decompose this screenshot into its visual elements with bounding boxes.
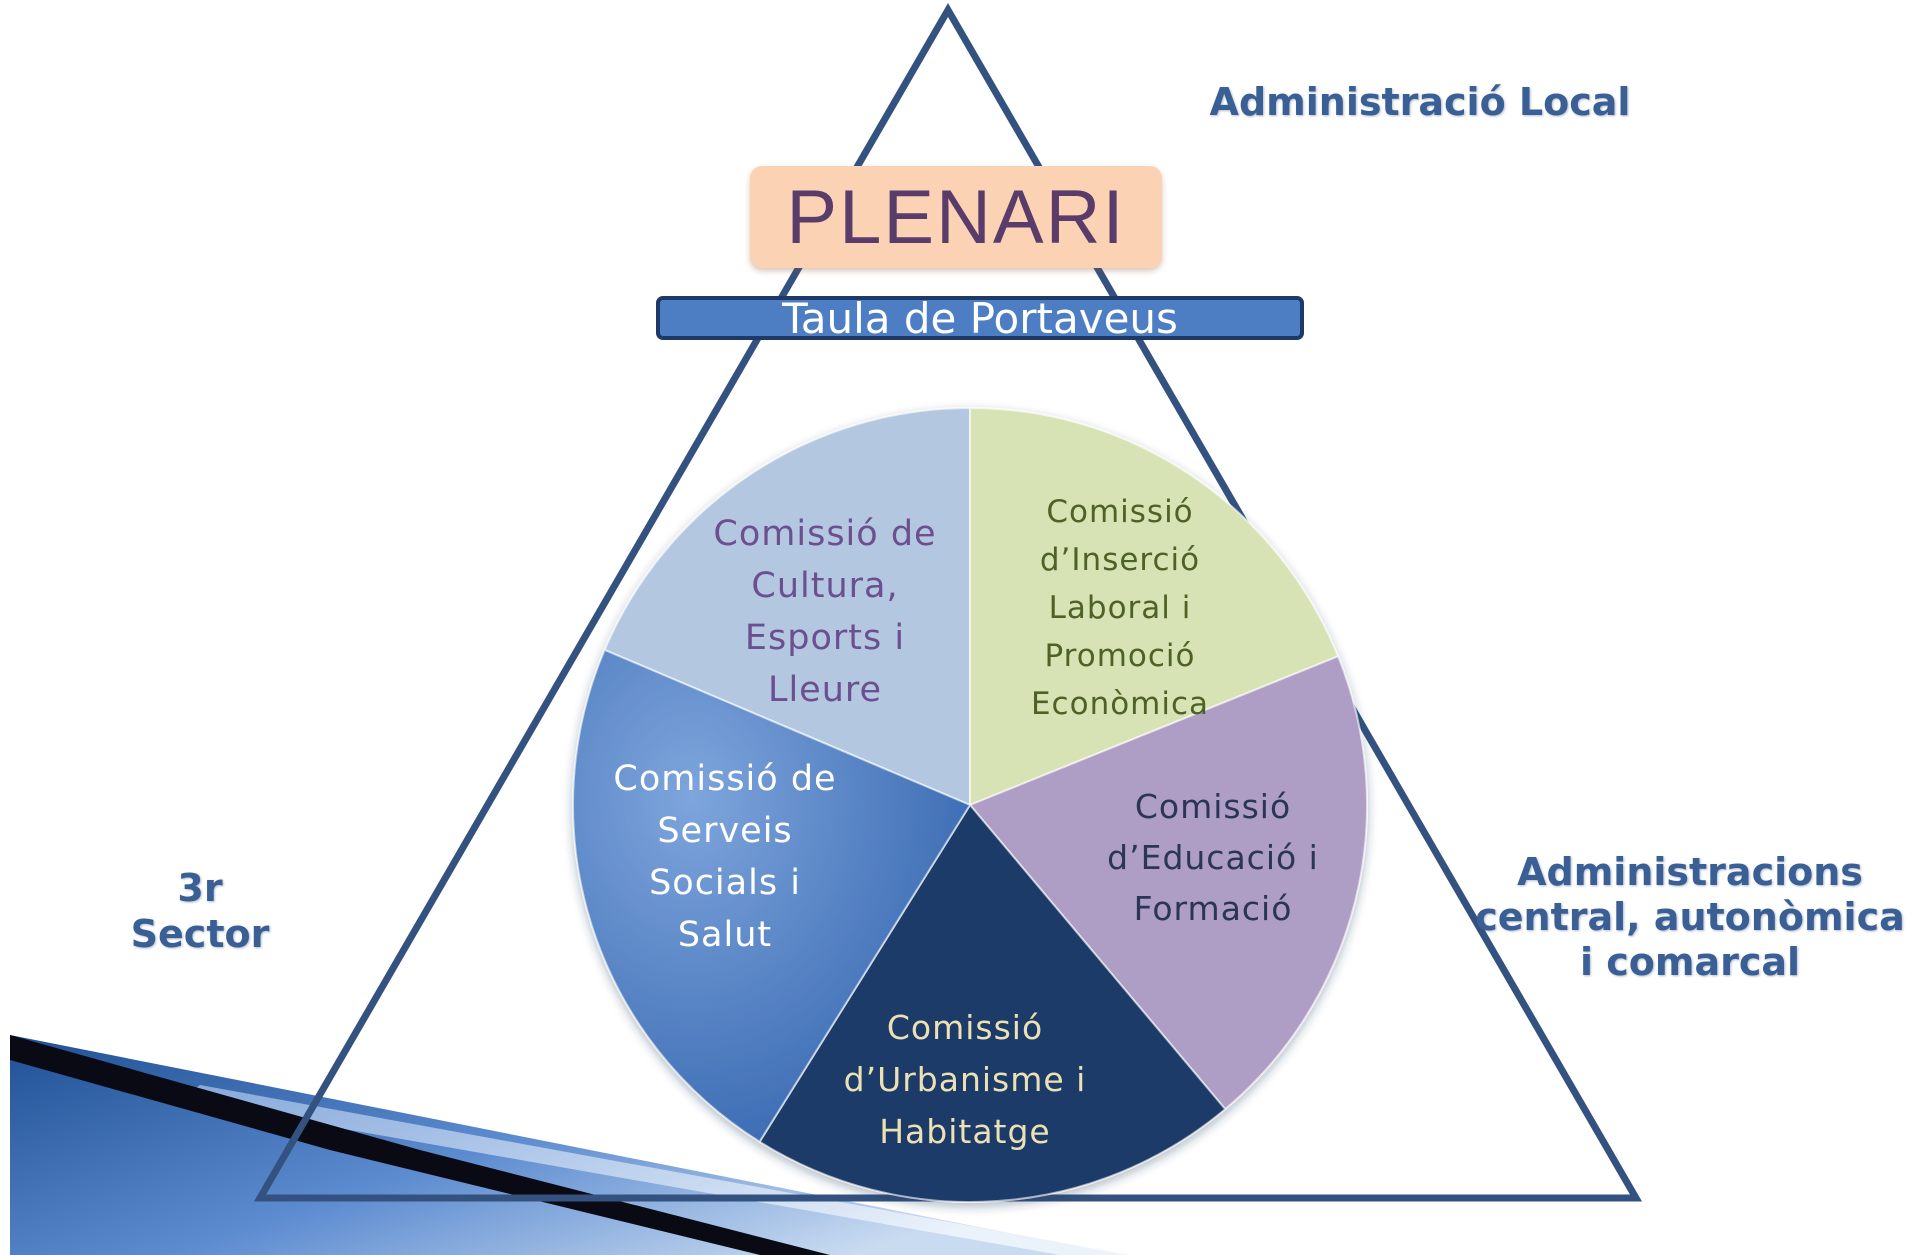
pie-label-cultura: Comissió de Cultura, Esports i Lleure xyxy=(713,514,936,710)
corner-label-3r-sector-line: 3r xyxy=(177,866,223,910)
taula-de-portaveus-label: Taula de Portaveus xyxy=(782,293,1178,343)
pie-label-line: Esports i xyxy=(745,618,905,658)
corner-label-3r-sector-line: Sector xyxy=(130,912,270,956)
corner-label-administracions-line: central, autonòmica xyxy=(1475,895,1905,939)
commissions-pie xyxy=(572,406,1368,1204)
pie-label-line: Laboral i xyxy=(1049,590,1192,626)
pie-label-line: d’Urbanisme i xyxy=(844,1060,1087,1099)
pie-label-line: Formació xyxy=(1134,889,1293,928)
pie-segment-urbanisme xyxy=(758,803,1227,1204)
plenari-box: PLENARI xyxy=(750,166,1162,268)
corner-label-administracio-local: Administració Local xyxy=(1209,80,1631,124)
pie-label-line: Comissió xyxy=(1046,494,1193,530)
pie-label-line: Econòmica xyxy=(1031,686,1209,722)
corner-label-administracions: Administracions central, autonòmica i co… xyxy=(1470,850,1910,985)
corner-label-3r-sector: 3r Sector xyxy=(90,865,310,957)
pie-label-line: Comissió de xyxy=(613,759,836,799)
plenari-title: PLENARI xyxy=(786,174,1126,260)
pie-label-line: Promoció xyxy=(1045,638,1196,674)
pie-label-line: Habitatge xyxy=(879,1112,1051,1151)
pie-label-line: Comissió xyxy=(887,1008,1043,1047)
taula-de-portaveus-bar: Taula de Portaveus xyxy=(656,293,1304,343)
pie-label-urbanisme: Comissió d’Urbanisme i Habitatge xyxy=(844,1008,1087,1151)
pie-label-line: Cultura, xyxy=(751,566,898,606)
pie-segment-insercio xyxy=(969,406,1340,807)
pie-label-line: Lleure xyxy=(768,670,882,710)
pie-label-line: Socials i xyxy=(649,863,801,903)
pie-label-line: Comissió xyxy=(1135,787,1291,826)
pie-label-line: Serveis xyxy=(657,811,792,851)
pie-label-line: Comissió de xyxy=(713,514,936,554)
pie-segment-serveis xyxy=(572,648,972,1144)
pie-label-line: d’Educació i xyxy=(1107,838,1319,877)
pie-segment-educacio xyxy=(968,654,1368,1111)
pie-label-line: d’Inserció xyxy=(1040,542,1200,578)
corner-label-administracions-line: i comarcal xyxy=(1579,940,1801,984)
corner-label-administracions-line: Administracions xyxy=(1517,850,1863,894)
pie-label-educacio: Comissió d’Educació i Formació xyxy=(1107,787,1319,928)
pie-segment-cultura xyxy=(603,406,971,807)
pie-label-line: Salut xyxy=(678,915,772,955)
